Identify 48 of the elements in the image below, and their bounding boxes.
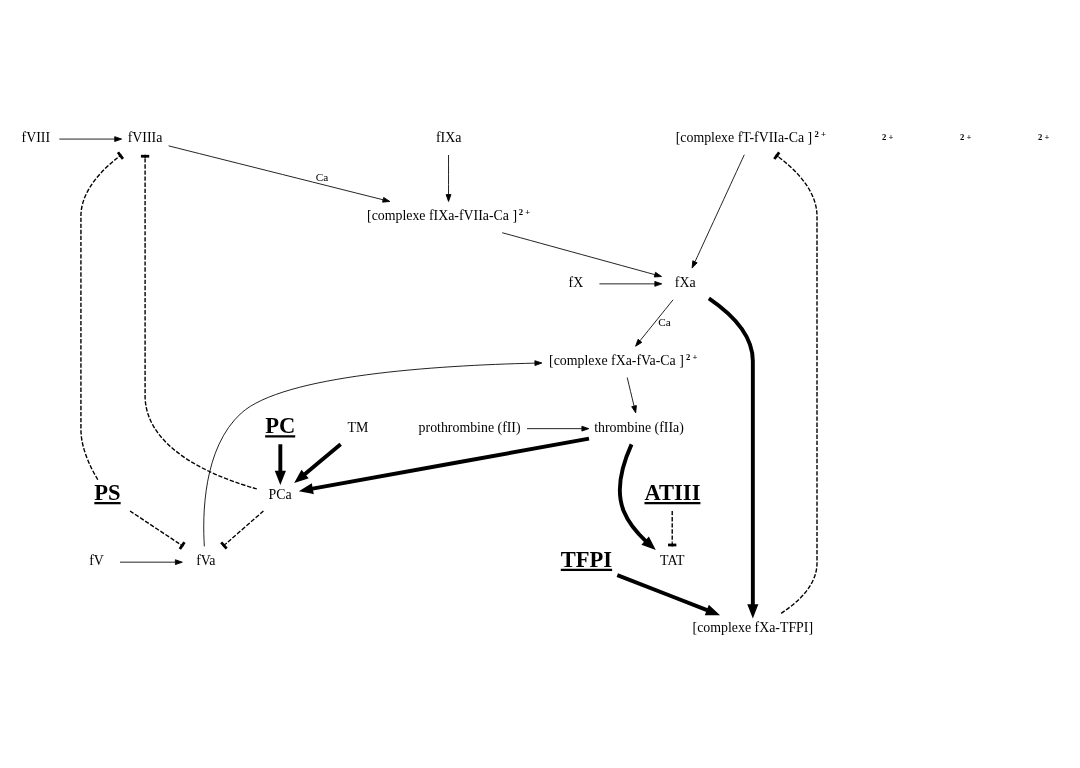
node-text: fXa xyxy=(674,275,696,291)
arrow xyxy=(635,299,674,347)
arrow xyxy=(599,281,663,287)
node-text: TAT xyxy=(660,553,685,569)
arrow xyxy=(168,145,391,203)
arrow xyxy=(445,154,452,202)
arrow xyxy=(298,436,590,495)
arrow xyxy=(294,442,342,484)
arrow xyxy=(526,425,590,432)
node-text: PCa xyxy=(268,486,292,502)
node-label: 2 + xyxy=(814,129,826,140)
node-label: 2 + xyxy=(686,352,698,363)
label: 2 + xyxy=(1038,132,1050,143)
node-text: fX xyxy=(568,275,584,291)
node-text: thrombine (fIIa) xyxy=(594,419,684,435)
arrow xyxy=(119,559,183,566)
node-text: fVIIIa xyxy=(127,130,163,146)
node-text: fV xyxy=(89,553,104,569)
edge-label: Ca xyxy=(658,315,671,328)
node-text: [complexe fT-fVIIa-Ca ] xyxy=(675,130,813,146)
node-text: fIXa xyxy=(435,130,462,146)
arrow xyxy=(707,296,759,619)
arrow xyxy=(501,232,662,278)
node-text: TM xyxy=(347,419,369,435)
arrow xyxy=(203,360,543,547)
node-text: [complexe fIXa-fVIIa-Ca ] xyxy=(367,208,518,224)
label: 2 + xyxy=(960,132,972,143)
connector xyxy=(220,510,265,550)
arrow xyxy=(626,377,637,414)
node-text: [complexe fXa-fVa-Ca ] xyxy=(549,353,684,369)
node-text: PC xyxy=(265,413,296,439)
label: 2 + xyxy=(882,132,894,143)
arrow xyxy=(691,154,745,269)
node-text: ATIII xyxy=(644,480,701,505)
node-text: prothrombine (fII) xyxy=(418,419,521,435)
arrow xyxy=(58,136,123,142)
node-text: TFPI xyxy=(560,546,613,572)
connector xyxy=(773,151,818,614)
arrow xyxy=(618,443,656,551)
arrow xyxy=(616,573,721,616)
node-text: fVa xyxy=(196,553,216,569)
node-text: PS xyxy=(94,480,121,505)
connector xyxy=(129,510,186,550)
node-label: 2 + xyxy=(518,207,531,218)
edge-label: Ca xyxy=(315,171,329,184)
arrow xyxy=(274,444,286,485)
node-text: fVIII xyxy=(21,130,51,146)
node-text: [complexe fXa-TFPI] xyxy=(692,620,814,636)
